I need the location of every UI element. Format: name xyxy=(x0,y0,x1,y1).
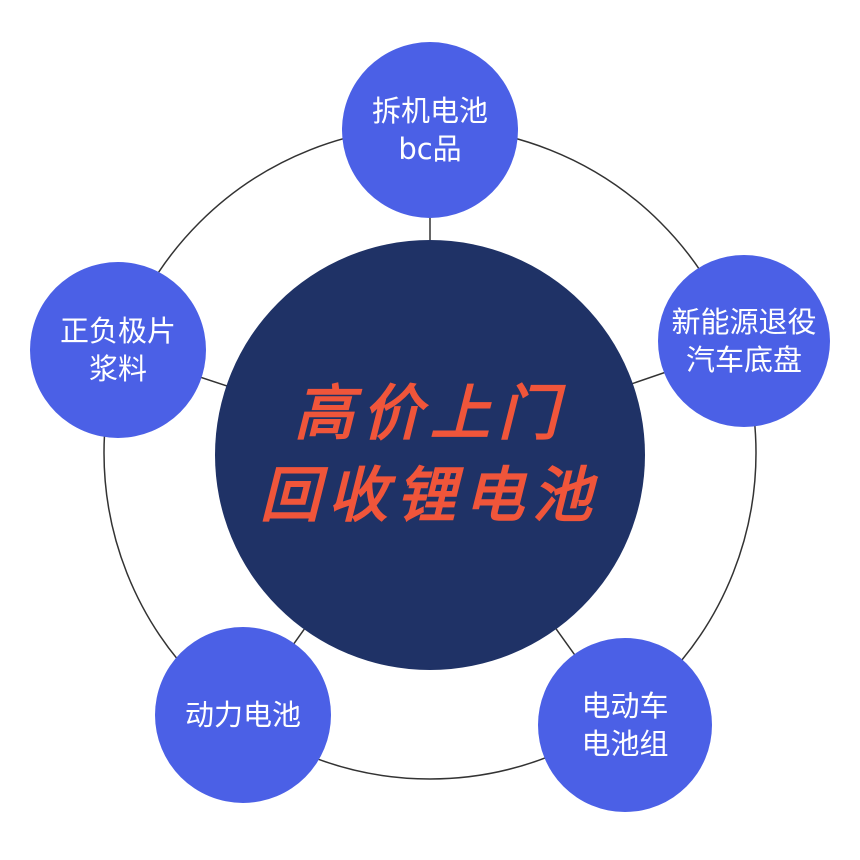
center-title-line1: 高价上门 xyxy=(294,379,566,449)
node-label-line2: 汽车底盘 xyxy=(685,343,802,377)
node-label-line1: 电动车 xyxy=(581,689,669,723)
node-label-line1: 正负极片 xyxy=(59,314,176,348)
node-power-battery: 动力电池 xyxy=(155,627,331,803)
node-label-line1: 动力电池 xyxy=(184,698,301,732)
node-label-line2: bc品 xyxy=(398,132,462,166)
node-ebike-battery-pack: 电动车 电池组 xyxy=(538,638,712,812)
node-electrode-slurry: 正负极片 浆料 xyxy=(30,262,206,438)
center-title-line2: 回收锂电池 xyxy=(260,461,600,531)
node-label-line2: 电池组 xyxy=(581,727,669,761)
node-ev-chassis: 新能源退役 汽车底盘 xyxy=(658,255,830,427)
node-dismantled-battery: 拆机电池 bc品 xyxy=(342,42,518,218)
node-label-line1: 拆机电池 xyxy=(371,94,488,128)
node-label-line1: 新能源退役 xyxy=(671,305,817,339)
node-label-line2: 浆料 xyxy=(88,352,147,386)
center-circle: 高价上门 回收锂电池 xyxy=(215,240,645,670)
